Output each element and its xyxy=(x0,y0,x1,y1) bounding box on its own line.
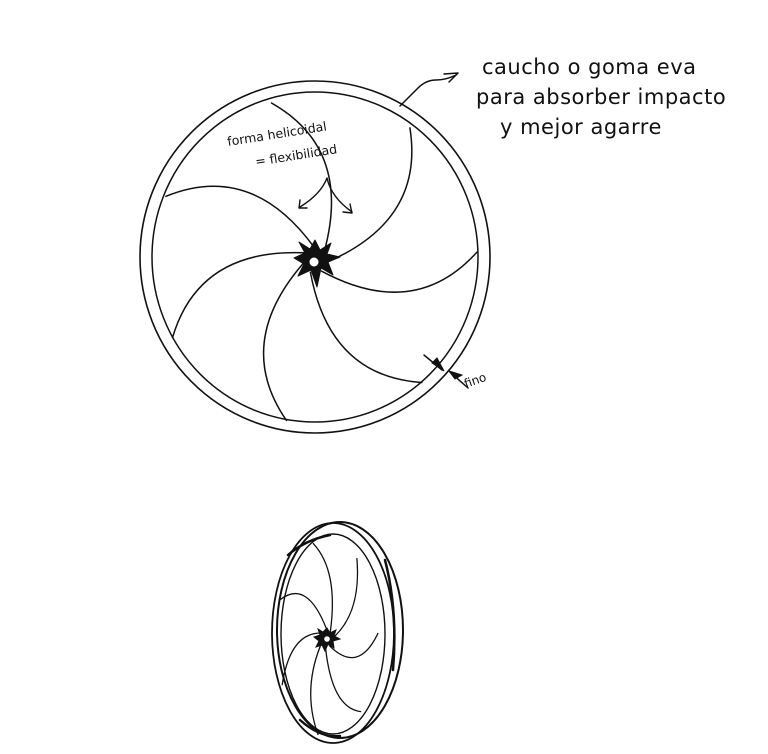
wheel-perspective-spoke xyxy=(279,593,328,630)
wheel-spokes xyxy=(165,102,478,422)
wheel-perspective-spokes xyxy=(279,542,379,736)
rim-note: fino xyxy=(462,370,488,391)
material-note-line1: caucho o goma eva xyxy=(482,55,697,79)
wheel-spoke xyxy=(327,127,413,263)
wheel-inner-rim xyxy=(151,91,479,423)
wheel-spoke xyxy=(171,251,305,339)
shape-pointer-arrows xyxy=(299,177,353,213)
wheel-perspective-inner-rim xyxy=(280,533,386,735)
material-note-line2: para absorber impacto xyxy=(476,85,726,109)
material-pointer-arrow xyxy=(399,74,457,107)
wheel-perspective-spoke xyxy=(312,542,333,633)
wheel-spoke xyxy=(320,251,478,293)
material-note-line3: y mejor agarre xyxy=(500,115,662,139)
wheel-spoke xyxy=(309,271,423,384)
wheel-hub xyxy=(293,239,341,288)
wheel-outer-rim xyxy=(139,80,491,434)
wheel-perspective-back-rim xyxy=(276,521,404,739)
wheel-spoke xyxy=(165,185,315,248)
wheel-perspective-hub xyxy=(312,627,342,653)
wheel-perspective-spoke xyxy=(330,557,359,640)
material-annotation: caucho o goma eva para absorber impacto … xyxy=(399,55,726,139)
shape-annotation: forma helicoidal = flexibilidad xyxy=(226,118,353,214)
wheel-spoke xyxy=(262,263,304,422)
wheel-perspective-view xyxy=(271,521,404,744)
wheel-spoke xyxy=(270,102,333,252)
wheel-perspective-spoke xyxy=(310,640,324,736)
wheel-perspective-spoke xyxy=(328,632,379,659)
wheel-perspective-spoke xyxy=(324,645,362,713)
wheel-front-view xyxy=(139,80,491,434)
wheel-perspective-spoke xyxy=(281,632,324,686)
